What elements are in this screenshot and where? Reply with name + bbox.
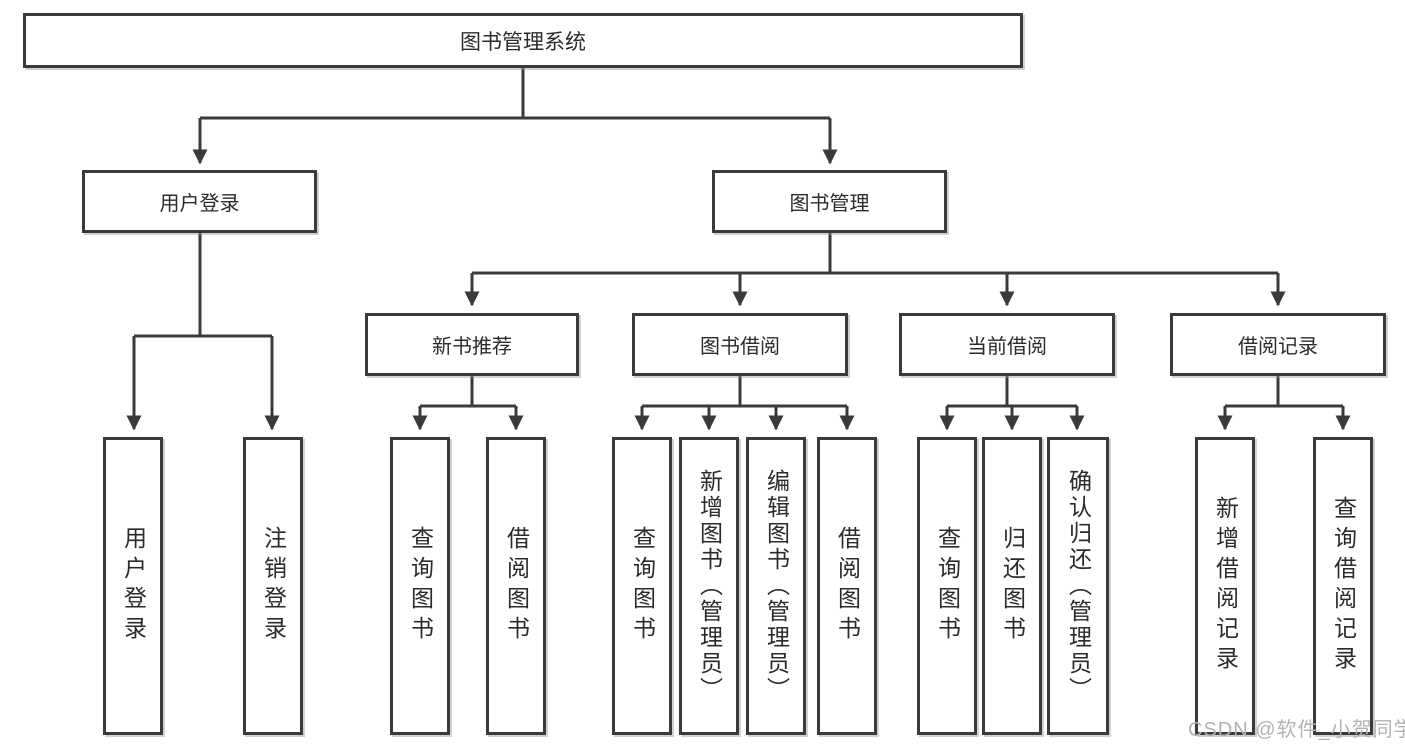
leaf-user-login: 用户登录 xyxy=(103,437,163,735)
node-root: 图书管理系统 xyxy=(23,13,1023,68)
node-book-borrow: 图书借阅 xyxy=(632,313,848,376)
leaf-logout: 注销登录 xyxy=(243,437,303,735)
leaf-edit-book-admin: 编辑图书（管理员） xyxy=(746,437,806,735)
leaf-borrow-books-2: 借阅图书 xyxy=(817,437,877,735)
leaf-add-borrow-record: 新增借阅记录 xyxy=(1195,437,1255,735)
node-borrow-records: 借阅记录 xyxy=(1170,313,1386,376)
leaf-add-book-admin: 新增图书（管理员） xyxy=(679,437,739,735)
leaf-query-borrow-record: 查询借阅记录 xyxy=(1313,437,1373,735)
node-book-management: 图书管理 xyxy=(712,170,947,233)
node-user-login: 用户登录 xyxy=(82,170,317,233)
leaf-borrow-books-1: 借阅图书 xyxy=(486,437,546,735)
leaf-query-books-2: 查询图书 xyxy=(612,437,672,735)
leaf-query-books-3: 查询图书 xyxy=(917,437,977,735)
node-current-borrow: 当前借阅 xyxy=(899,313,1115,376)
leaf-query-books-1: 查询图书 xyxy=(390,437,450,735)
leaf-return-book: 归还图书 xyxy=(982,437,1042,735)
csdn-watermark: CSDN @软件_小贺同学 xyxy=(1188,719,1405,741)
node-new-book-recommend: 新书推荐 xyxy=(365,313,579,376)
leaf-confirm-return-admin: 确认归还（管理员） xyxy=(1047,437,1109,735)
